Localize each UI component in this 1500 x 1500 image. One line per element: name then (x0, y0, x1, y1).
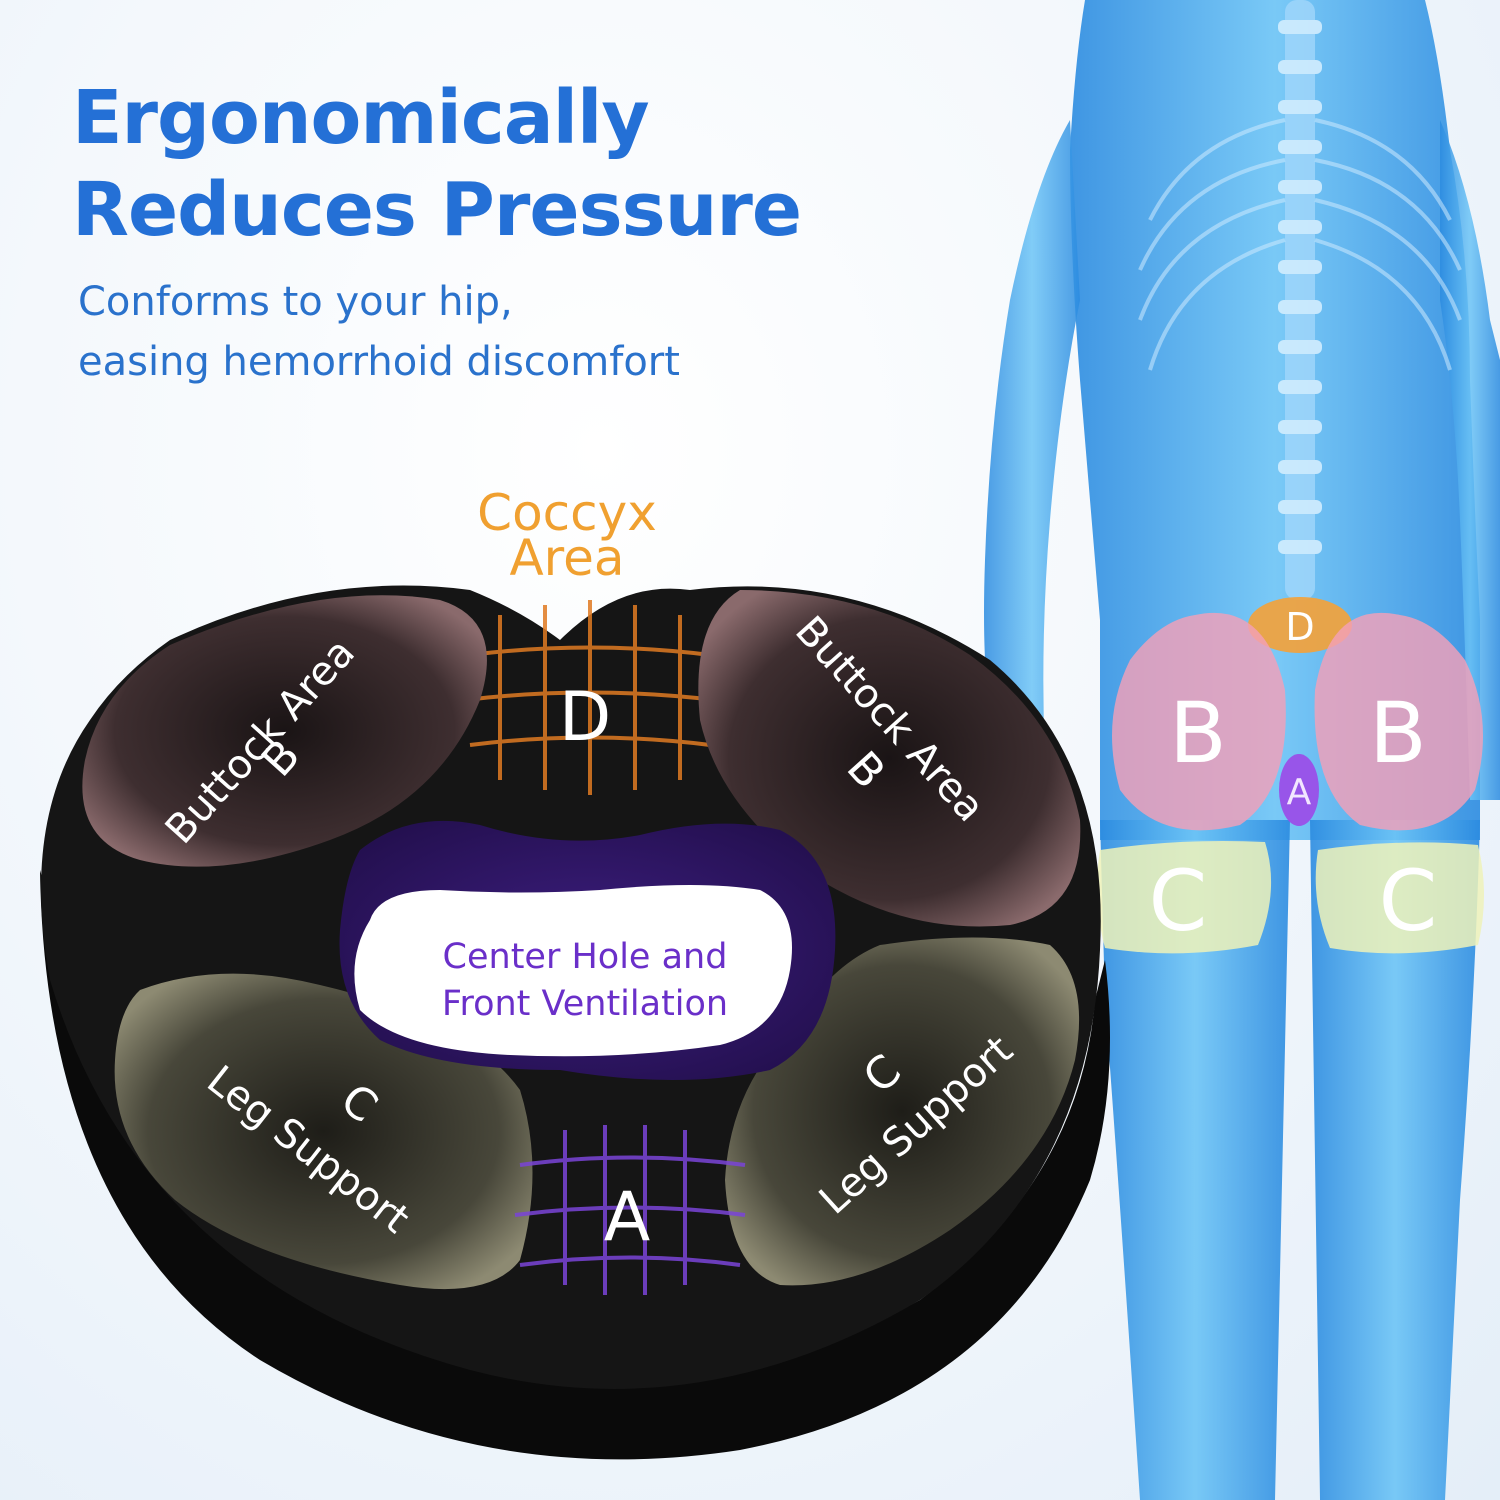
body-zone-d-label: D (1285, 605, 1314, 649)
body-zone-a-label: A (1287, 772, 1312, 813)
center-hole-opening (354, 885, 792, 1057)
buttock-pad-left (82, 595, 487, 867)
cushion-zone-d-letter: D (559, 678, 611, 757)
center-hole-label-line-2: Front Ventilation (442, 984, 728, 1024)
body-zone-d (1248, 597, 1352, 653)
subheadline-line-1: Conforms to your hip, (78, 279, 513, 325)
human-body-figure: D B B A C C (984, 0, 1500, 1500)
body-zone-b-right (1314, 612, 1483, 831)
subheadline-line-2: easing hemorrhoid discomfort (78, 339, 680, 385)
body-zone-c-left-label: C (1149, 852, 1208, 950)
headline-line-1: Ergonomically (72, 75, 650, 161)
body-zone-b-left (1112, 612, 1286, 831)
subheadline: Conforms to your hip, easing hemorrhoid … (78, 272, 680, 392)
seat-cushion: D A Center Hole and Front Ventilation Bu… (40, 585, 1110, 1460)
coccyx-label-line-1: Coccyx (477, 484, 657, 542)
front-vent-grid (514, 1125, 746, 1295)
cushion-side (40, 870, 1110, 1460)
cushion-zone-a-letter: A (604, 1178, 651, 1257)
headline-line-2: Reduces Pressure (72, 167, 802, 253)
center-hole-label-line-1: Center Hole and (443, 937, 728, 977)
right-leg-shape (1310, 820, 1480, 1500)
headline: Ergonomically Reduces Pressure (72, 72, 802, 256)
body-zone-c-left (1096, 841, 1272, 954)
coccyx-grid (464, 600, 716, 795)
spine-illustration (1278, 0, 1322, 600)
body-zone-c-right-label: C (1379, 852, 1438, 950)
body-zone-c-right (1315, 842, 1484, 954)
coccyx-label-line-2: Area (509, 529, 624, 587)
body-zone-b-left-label: B (1169, 684, 1227, 782)
left-leg-shape (1100, 820, 1290, 1500)
left-arm-shape (984, 120, 1080, 760)
right-arm-shape (1440, 120, 1500, 800)
body-zone-a (1279, 754, 1319, 826)
rib-cage-illustration (1138, 118, 1462, 371)
body-zone-b-right-label: B (1369, 684, 1427, 782)
